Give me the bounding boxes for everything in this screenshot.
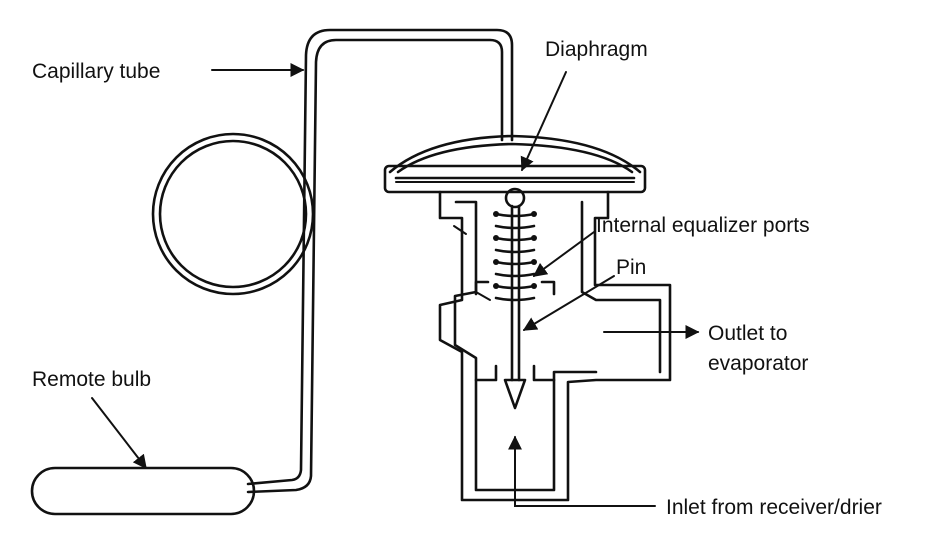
valve-body [438, 190, 672, 502]
valve-spring [493, 211, 537, 302]
label-outlet-line2: evaporator [708, 352, 808, 375]
remote-bulb-shape [30, 466, 256, 516]
label-remote-bulb: Remote bulb [32, 368, 151, 391]
label-inlet: Inlet from receiver/drier [666, 496, 882, 519]
label-outlet-line1: Outlet to [708, 322, 787, 345]
label-capillary-tube: Capillary tube [32, 60, 160, 83]
diaphragm-housing [383, 134, 647, 194]
equalizer-ports [474, 280, 556, 296]
capillary-coil [151, 132, 315, 296]
label-arrows [91, 63, 700, 507]
label-diaphragm: Diaphragm [545, 38, 648, 61]
label-internal-equalizer-ports: Internal equalizer ports [596, 214, 810, 237]
valve-pin-assembly [503, 187, 527, 410]
label-pin: Pin [616, 256, 646, 279]
capillary-tube [246, 28, 514, 494]
